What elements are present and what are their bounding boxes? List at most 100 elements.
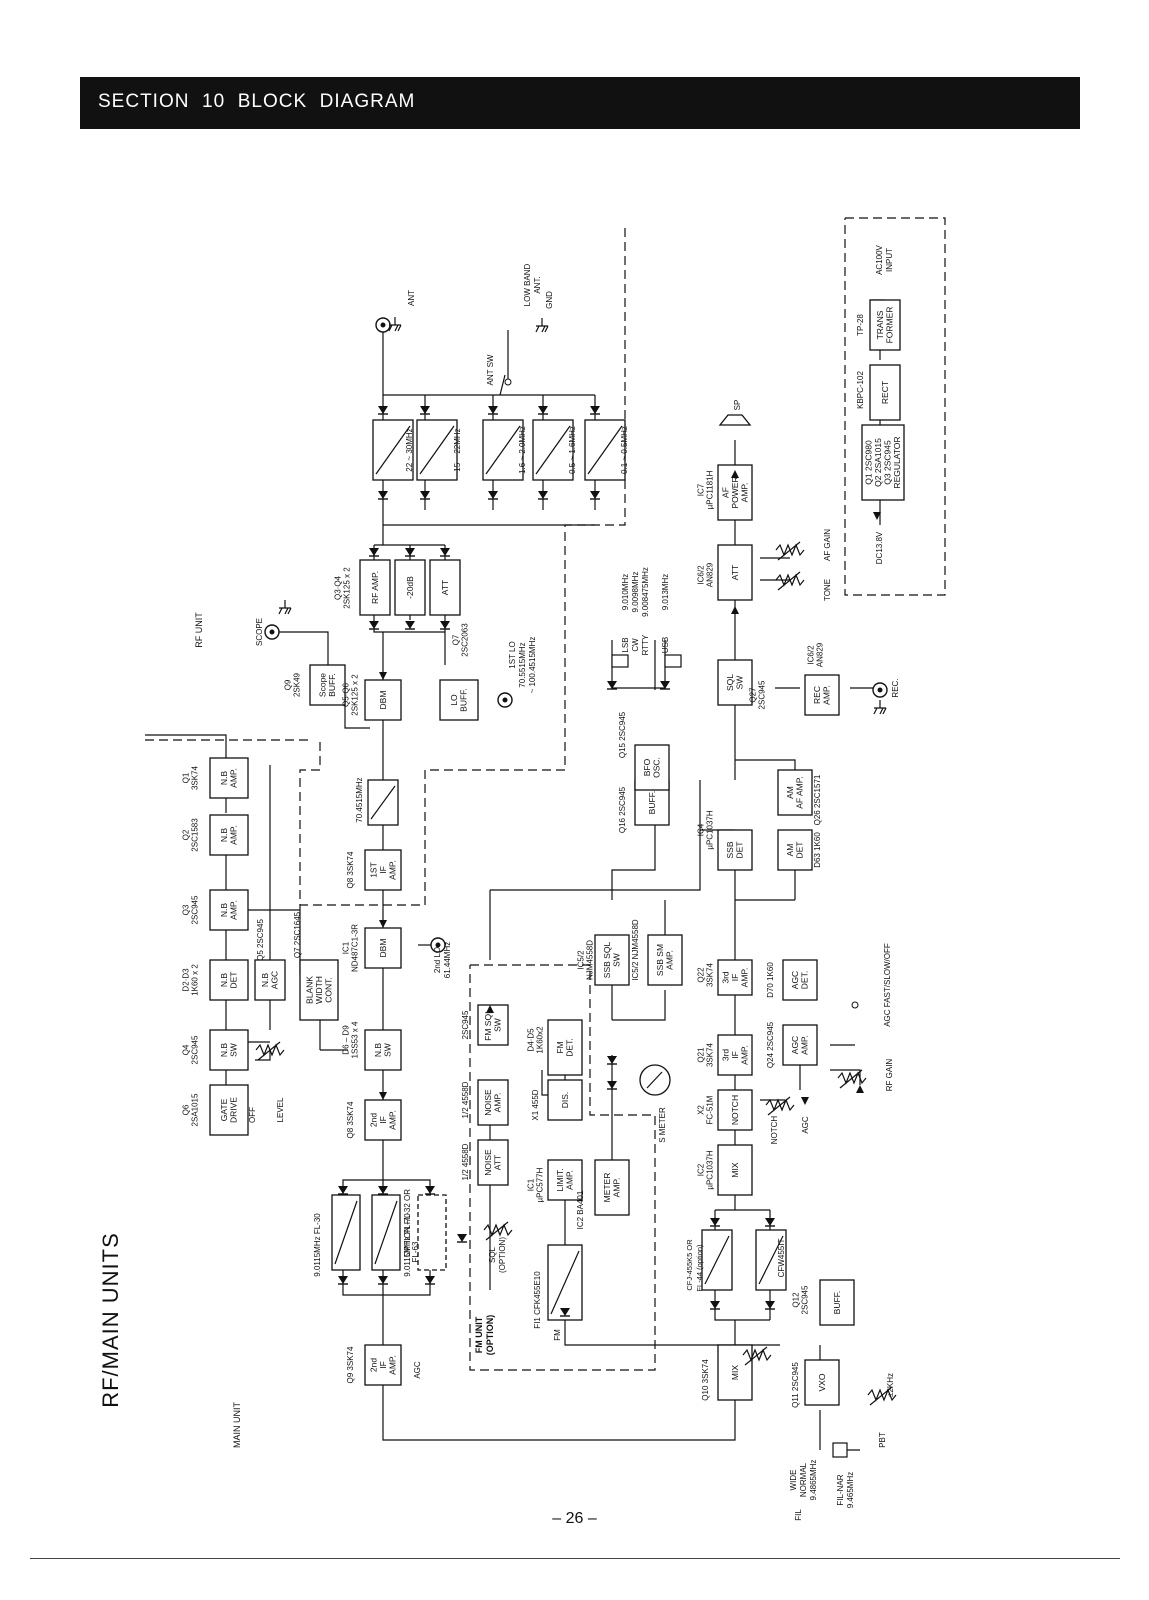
filter-70-label: 70.4515MHz: [355, 777, 364, 822]
xtal-sel-diode-icon: [338, 1276, 348, 1284]
buff-12-block: [819, 1279, 855, 1326]
blank-width-block: [299, 959, 339, 1021]
dbm-2-ref: IC1: [341, 941, 350, 954]
second-lo-connector-pin: [435, 942, 441, 948]
first-if-amp-label: AMP.: [387, 860, 397, 880]
ssb-sm-amp-ref: IC5/2 NJM4558D: [631, 919, 640, 981]
scope-connector-pin: [269, 629, 275, 635]
filter-70-filter-slope: [370, 785, 396, 820]
gate-drive-ref: Q6: [181, 1104, 190, 1115]
first-lo-freq: 70.5515MHz: [518, 642, 527, 687]
boundary-dashed-line: [469, 964, 656, 1371]
lsb-label: LSB: [621, 637, 630, 652]
nb-sw-ref: 2SC945: [190, 1035, 199, 1064]
filter-22-30-filter-slope: [375, 425, 411, 475]
section-title: SECTION 10 BLOCK DIAGRAM: [98, 91, 416, 112]
gate-drive-ref: 2SA1015: [190, 1093, 199, 1126]
filter-cfj-label: CFJ-455K5 OR: [685, 1239, 694, 1291]
rf-amp-block: [359, 559, 391, 616]
fm-in-diode-icon: [560, 1308, 570, 1316]
notch-ref: X2: [696, 1105, 705, 1115]
fil-nar-label: FIL-NAR: [836, 1474, 845, 1505]
fil-normal-label: NORMAL: [799, 1462, 808, 1497]
signal-wire: [342, 1270, 431, 1296]
nb-amp-1-block: [209, 757, 249, 799]
nb-sw-2-ref: 1SS53 x 4: [350, 1021, 359, 1058]
rf-amp-label: RF AMP.: [370, 571, 380, 604]
buff-16-ref: Q16 2SC945: [618, 786, 627, 833]
ant-label: ANT: [407, 290, 416, 306]
filter-cfj-filter-slope: [704, 1235, 730, 1285]
gate-drive-block: [209, 1084, 249, 1136]
limit-amp-ref: µPC577H: [535, 1167, 544, 1202]
nb-sw-2-block: [364, 1029, 402, 1071]
limit-amp-ref: IC1: [526, 1178, 535, 1191]
am-det-label: AM: [785, 844, 795, 857]
am-af-amp-label: AF AMP.: [795, 776, 805, 808]
ant-ground-icon: [388, 317, 402, 332]
nb-sw-2-label: N.B: [373, 1043, 383, 1058]
xtal-sel-diode-icon: [338, 1186, 348, 1194]
am-det-block: [777, 829, 813, 871]
xtal-sel-diode-icon: [378, 1186, 388, 1194]
nb-agc-label: AGC: [270, 971, 280, 989]
signal-wire: [145, 734, 227, 758]
lo-buff-ref: Q7: [451, 634, 460, 645]
ssb-sql-sw-label: SW: [612, 953, 622, 967]
noise-att-ref: 1/2 4558D: [461, 1143, 470, 1180]
band-switch-diode-icon: [488, 491, 498, 499]
noise-amp-block: [477, 1079, 509, 1126]
cw-freq: 9.0098MHz: [631, 572, 640, 613]
nb-sw-ref: Q4: [181, 1044, 190, 1055]
filter-fl70-filter-slope: [374, 1200, 398, 1265]
low-band-label: LOW BAND: [523, 263, 532, 306]
signal-wire: [490, 780, 701, 891]
second-if-amp-b-ref: Q9 3SK74: [346, 1346, 355, 1383]
nb-amp-3-label: AMP.: [229, 900, 239, 920]
band-switch-diode-icon: [378, 406, 388, 414]
signal-wire: [344, 700, 370, 729]
signal-wire: [278, 631, 329, 665]
pbt-freq: ±2KHz: [886, 1373, 895, 1397]
third-if-amp-b-label: IF: [730, 1051, 740, 1059]
third-if-amp-a-ref: Q22: [696, 967, 705, 983]
gate-drive-label: GATE: [219, 1098, 229, 1121]
regulator-label: Q2 2SA1015: [873, 438, 883, 487]
sm-diode-icon: [607, 1056, 617, 1064]
fil-nar-freq: 9.465MHz: [846, 1472, 855, 1508]
ssb-det-label: SSB: [725, 841, 735, 858]
filter-option-label: OPTION FL-32 OR: [403, 1189, 412, 1257]
rec-amp-ref: IC6/2: [806, 645, 815, 665]
band-switch-diode-icon: [420, 491, 430, 499]
usb-freq: 9.013MHz: [661, 574, 670, 610]
band-switch-diode-icon: [590, 406, 600, 414]
third-if-amp-a-block: [717, 959, 753, 996]
ant-sw-label: ANT SW: [486, 354, 495, 385]
mix-q10-ref: Q10 3SK74: [701, 1359, 710, 1401]
first-if-amp-ref: Q8 3SK74: [346, 851, 355, 888]
signal-wire: [373, 615, 445, 633]
band-switch-diode-icon: [378, 491, 388, 499]
third-if-amp-a-ref: 3SK74: [705, 962, 714, 987]
notch-block: [717, 1089, 753, 1131]
band-switch-diode-icon: [420, 406, 430, 414]
nb-det-ref: D2·D3: [181, 968, 190, 992]
fil-label: FIL: [794, 1509, 803, 1521]
tone-pot-icon: [775, 571, 805, 591]
gate-drive-label: DRIVE: [229, 1097, 239, 1123]
band-switch-diode-icon: [488, 406, 498, 414]
off-label: OFF: [248, 1107, 257, 1123]
rf-amp-ref: 2SK125 x 2: [342, 567, 351, 609]
vxo-ref: Q11 2SC945: [791, 1362, 800, 1408]
pbt-pot-icon: [867, 1386, 897, 1406]
af-gain-label: AF GAIN: [823, 529, 832, 561]
signal-wire: [382, 510, 595, 526]
signal-wire: [612, 990, 666, 1021]
discriminator-block: [547, 1079, 583, 1121]
filter-cfw-filter-slope: [758, 1235, 784, 1285]
af-power-amp-label: POWER: [730, 476, 740, 508]
if-sel-diode-icon: [710, 1218, 720, 1226]
nb-amp-2-ref: Q2: [181, 829, 190, 840]
second-if-amp-b-label: 2nd: [368, 1358, 378, 1372]
filter-0_1-0_5-label: 0.1 ~ 0.5MHz: [620, 426, 629, 474]
